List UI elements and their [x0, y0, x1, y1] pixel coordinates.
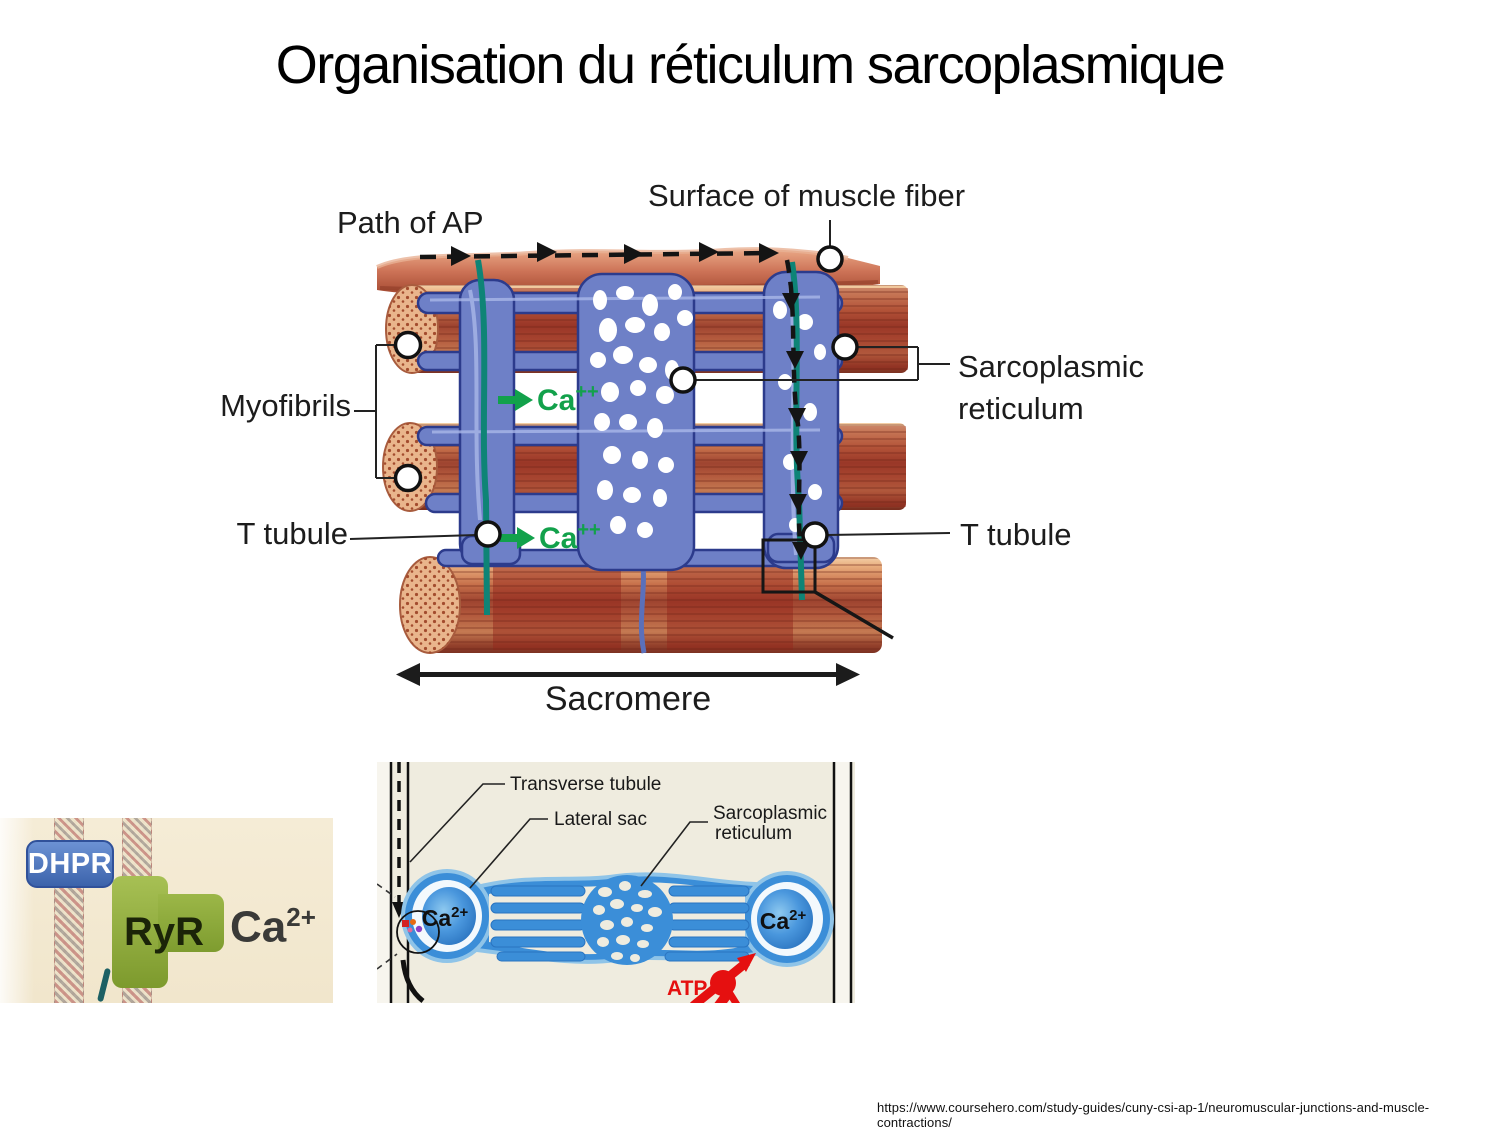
dhpr-receptor: DHPR [26, 840, 114, 888]
sr-dumbbell [401, 869, 834, 967]
calcium-label-1: Ca++ [537, 381, 599, 417]
label-t-tubule-left: T tubule [237, 516, 348, 551]
ryr-channel-arm [158, 894, 224, 952]
label-sr-1: Sarcoplasmic [713, 803, 827, 824]
ryr-label: RyR [124, 910, 205, 954]
circle-markers [393, 245, 859, 549]
label-lateral-sac: Lateral sac [554, 809, 647, 830]
t-tubule-stub [96, 967, 112, 1003]
myofibril-marker-1 [393, 330, 423, 360]
label-t-tubule-right: T tubule [960, 517, 1071, 552]
projection-dashes [377, 883, 398, 970]
triad-junction-circle [396, 910, 440, 954]
sarcomere-arrow [396, 663, 860, 686]
label-sarcoplasmic-reticulum-2: reticulum [958, 391, 1084, 426]
triad-figure: Transverse tubule Lateral sac Sarcoplasm… [377, 762, 855, 1003]
muscle-fiber-sr-diagram: Ca++ Ca++ Path of AP Surface of muscle f… [220, 178, 1144, 718]
t-tubule-marker-left [474, 520, 502, 548]
label-sarcoplasmic-reticulum-1: Sarcoplasmic [958, 349, 1144, 384]
t-tubule-marker-right [801, 521, 829, 549]
calcium-label-left-sac: Ca2+ [422, 904, 469, 931]
z-line [638, 556, 647, 654]
inset-square [761, 538, 894, 640]
label-myofibrils: Myofibrils [220, 388, 351, 423]
surface-marker [816, 245, 844, 273]
label-surface-of-muscle-fiber: Surface of muscle fiber [648, 178, 965, 213]
sr-mesh-holes [593, 881, 662, 962]
right-margin [834, 762, 851, 1003]
junction-molecules [402, 919, 423, 933]
calcium-label-2: Ca++ [539, 519, 601, 555]
leader-lines [349, 220, 951, 540]
label-transverse-tubule: Transverse tubule [510, 774, 661, 795]
membrane-curve [400, 959, 425, 1003]
label-path-of-ap: Path of AP [337, 205, 484, 240]
ap-dashed-path [419, 242, 810, 560]
sr-marker-right [831, 333, 859, 361]
label-sarcomere: Sacromere [545, 680, 711, 718]
label-sr-2: reticulum [715, 823, 792, 844]
triad-leader-lines [409, 783, 708, 889]
calcium-label: Ca2+ [230, 902, 316, 952]
dhpr-label: DHPR [27, 847, 113, 880]
page-title: Organisation du réticulum sarcoplasmique [275, 35, 1226, 95]
sr-fenestrations [590, 284, 826, 538]
calcium-label-right-sac: Ca2+ [760, 907, 807, 934]
calcium-release-arrow-2 [500, 527, 535, 549]
myofibril-row-3 [399, 556, 882, 654]
label-atp: ATP [667, 977, 707, 1000]
t-tubule-line-left [475, 259, 490, 616]
transverse-tubule-walls [389, 762, 853, 1003]
myofibril-marker-2 [393, 463, 423, 493]
atp-pump [690, 953, 756, 1003]
sr-marker-center [669, 366, 697, 394]
calcium-release-arrow-1 [498, 389, 533, 411]
dhpr-ryr-figure: DHPR RyR Ca2+ [0, 818, 333, 1003]
source-citation: https://www.coursehero.com/study-guides/… [877, 1100, 1430, 1130]
left-margin [377, 762, 391, 1003]
